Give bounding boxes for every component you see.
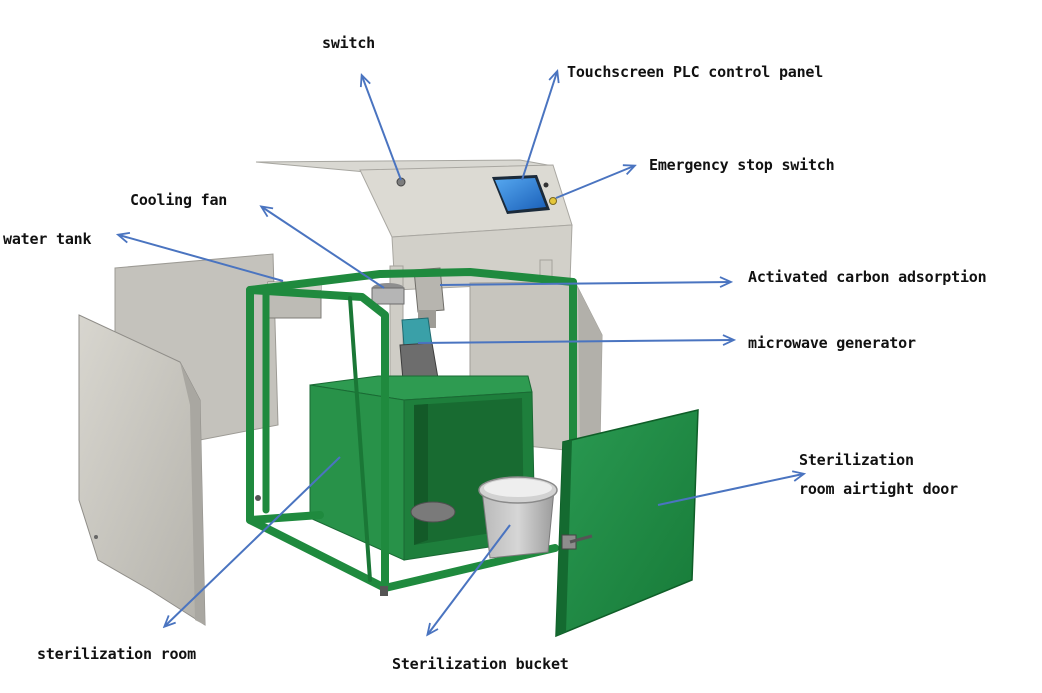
label-airtight-door-line1: Sterilization	[799, 451, 914, 469]
arrow-activated-carbon	[439, 282, 730, 285]
arrow-water-tank	[119, 235, 284, 282]
annotation-arrows	[119, 72, 803, 634]
sterilization-bucket	[478, 476, 558, 559]
label-activated-carbon: Activated carbon adsorption	[748, 268, 987, 286]
cooling-fan	[371, 283, 405, 305]
emergency-stop-button	[549, 197, 557, 205]
arrow-emergency-stop	[555, 166, 634, 199]
touchscreen-panel	[492, 175, 550, 214]
green-frame	[246, 268, 577, 592]
label-cooling-fan: Cooling fan	[130, 191, 228, 209]
label-touchscreen: Touchscreen PLC control panel	[567, 63, 824, 81]
arrow-sterilization-room	[165, 456, 341, 626]
label-water-tank: water tank	[3, 230, 92, 248]
label-sterilization-bucket: Sterilization bucket	[392, 655, 569, 673]
label-sterilization-room: sterilization room	[37, 645, 196, 663]
door-handle	[561, 534, 577, 550]
activated-carbon-unit	[413, 267, 445, 328]
arrow-airtight-door	[657, 474, 803, 506]
turntable-plate	[410, 501, 456, 523]
airtight-door	[555, 409, 699, 638]
arrow-microwave-generator	[417, 340, 733, 343]
arrow-touchscreen	[521, 72, 557, 181]
label-switch: switch	[322, 34, 375, 52]
label-emergency-stop: Emergency stop switch	[649, 156, 835, 174]
left-side-panel-front	[78, 314, 206, 626]
arrow-sterilization-bucket	[428, 524, 511, 634]
label-airtight-door: Sterilization room airtight door	[799, 446, 999, 504]
label-microwave-generator: microwave generator	[748, 334, 916, 352]
label-airtight-door-line2: room airtight door	[799, 480, 958, 498]
arrow-cooling-fan	[262, 207, 385, 289]
frame-foot	[380, 586, 388, 596]
arrow-switch	[362, 76, 402, 181]
